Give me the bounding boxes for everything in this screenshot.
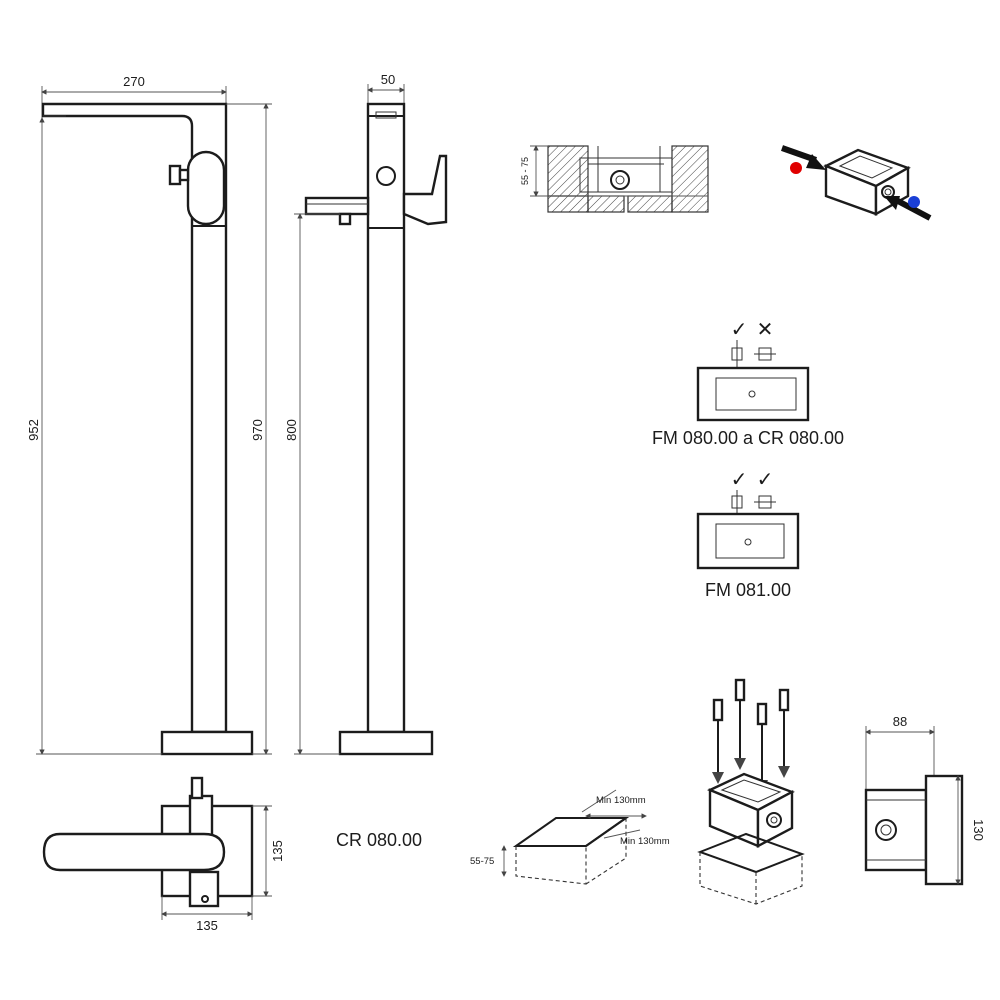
box-iso-hot-cold — [781, 145, 932, 221]
basin-outline — [696, 366, 810, 422]
side-spout — [304, 196, 370, 216]
box-section: 55 - 75 — [520, 145, 709, 213]
check-mark: ✓ — [731, 469, 748, 491]
niche-min-width: Min 130mm — [596, 795, 646, 806]
dim-height-970: 970 — [250, 419, 265, 441]
niche-depth: 55-75 — [470, 856, 494, 867]
plan-view: 135 135 CR 080.00 — [42, 776, 422, 933]
niche-drawing: Min 130mm Min 130mm 55-75 — [470, 789, 670, 885]
front-base — [160, 730, 254, 756]
dim-plan-width-135: 135 — [196, 918, 218, 933]
side-lever — [402, 154, 448, 226]
anchor-bolt — [712, 678, 790, 792]
front-view: 270 952 970 — [26, 74, 272, 756]
aerator — [338, 212, 352, 226]
dim-box-depth: 55 - 75 — [520, 157, 530, 185]
plan-column — [188, 794, 214, 838]
basin-option-2: ✓ ✓ FM 081.00 — [696, 469, 800, 600]
basin-option-label: FM 081.00 — [705, 580, 791, 600]
front-handle — [186, 150, 226, 226]
front-knob — [168, 164, 182, 186]
box-mounting — [697, 678, 805, 905]
side-base — [338, 730, 434, 756]
niche-min-depth: Min 130mm — [620, 836, 670, 847]
side-view: 50 800 — [284, 72, 448, 756]
side-knob — [376, 166, 396, 186]
cross-mark: ✕ — [757, 319, 774, 341]
plan-knob — [188, 870, 220, 908]
dim-box-width-88: 88 — [893, 714, 907, 729]
basin-option-label: FM 080.00 a CR 080.00 — [652, 428, 844, 448]
dim-box-height-130: 130 — [971, 819, 986, 841]
hot-water-dot — [790, 162, 802, 174]
box-detail: 88 130 — [864, 714, 986, 886]
cold-water-dot — [908, 196, 920, 208]
dim-plan-depth-135: 135 — [270, 840, 285, 862]
basin-outline — [696, 512, 800, 570]
check-mark: ✓ — [731, 319, 748, 341]
box-flange — [924, 774, 964, 886]
dim-depth-50: 50 — [381, 72, 395, 87]
plan-spout — [42, 832, 226, 872]
check-mark: ✓ — [757, 469, 774, 491]
model-label: CR 080.00 — [336, 830, 422, 850]
dim-height-800: 800 — [284, 419, 299, 441]
basin-option-1: ✓ ✕ FM 080.00 a CR 080.00 — [652, 319, 844, 448]
side-column — [366, 102, 406, 734]
dim-height-952: 952 — [26, 419, 41, 441]
dim-width-270: 270 — [123, 74, 145, 89]
